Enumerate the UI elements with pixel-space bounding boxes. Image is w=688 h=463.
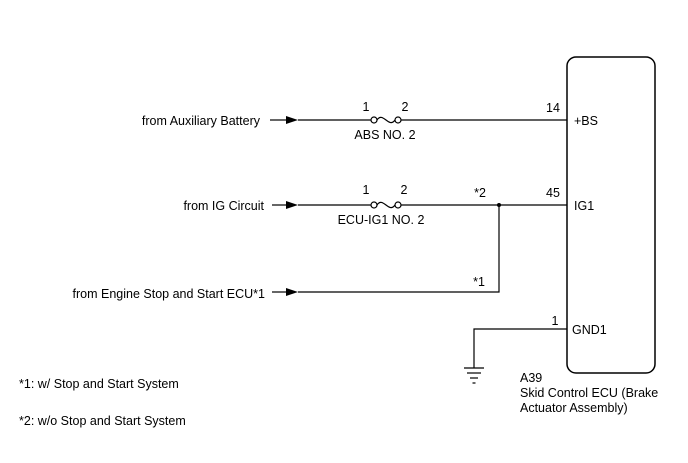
fuse-ecu-ig1-name: ECU-IG1 NO. 2: [338, 213, 425, 227]
ground-icon: [464, 367, 484, 384]
wire-engine-ecu: [298, 205, 500, 293]
fuse-abs-name: ABS NO. 2: [354, 128, 415, 142]
fuse-icon: [370, 201, 402, 209]
source-engine-ecu: from Engine Stop and Start ECU*1: [73, 287, 266, 301]
wire-gnd1: [473, 328, 567, 368]
ecu-pin-ig1-number: 45: [546, 186, 560, 200]
footnote-1: *1: w/ Stop and Start System: [19, 377, 179, 391]
ecu-pin-gnd1-label: GND1: [572, 323, 607, 337]
arrow-icon: [272, 201, 298, 209]
ecu-code: A39: [520, 371, 542, 385]
footnote-2: *2: w/o Stop and Start System: [19, 414, 186, 428]
marker-star-1: *1: [473, 275, 485, 289]
source-aux-battery: from Auxiliary Battery: [142, 114, 261, 128]
ecu-name-line-1: Skid Control ECU (Brake: [520, 386, 658, 400]
arrow-icon: [272, 288, 298, 296]
ecu-pin-gnd1-number: 1: [552, 314, 559, 328]
ecu-pin-ig1-label: IG1: [574, 199, 594, 213]
source-ig-circuit: from IG Circuit: [183, 199, 264, 213]
marker-star-2: *2: [474, 186, 486, 200]
fuse-ecu-ig1-pin-2: 2: [401, 183, 408, 197]
ecu-box: [566, 56, 656, 374]
fuse-icon: [370, 116, 402, 124]
fuse-ecu-ig1-pin-1: 1: [363, 183, 370, 197]
ecu-pin-bs-label: +BS: [574, 114, 598, 128]
fuse-abs-pin-1: 1: [363, 100, 370, 114]
arrow-icon: [270, 116, 298, 124]
fuse-abs-pin-2: 2: [402, 100, 409, 114]
ecu-pin-bs-number: 14: [546, 101, 560, 115]
ecu-name-line-2: Actuator Assembly): [520, 401, 628, 415]
